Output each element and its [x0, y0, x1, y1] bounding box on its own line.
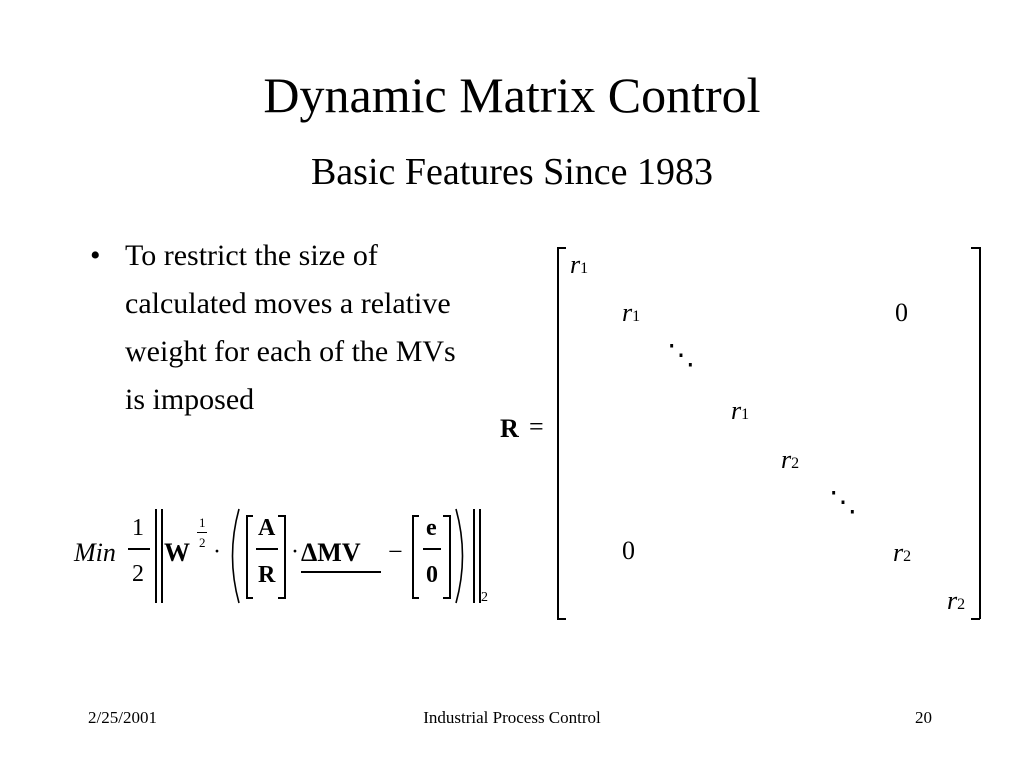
bracket-ar-left-bottom: [246, 597, 253, 599]
matrix-entry-ddots: ⋱: [829, 487, 857, 518]
min-label: Min: [74, 538, 116, 567]
bracket-e0-left-top: [412, 515, 419, 517]
bullet-dot: •: [90, 239, 101, 272]
bracket-e0-right-top: [443, 515, 450, 517]
matrix-right-bracket-bottom: [971, 618, 980, 620]
half-denominator: 2: [132, 561, 144, 587]
vector-e: e: [426, 515, 437, 541]
matrix-left-bracket-top: [557, 247, 566, 249]
matrix-entry: r2: [947, 586, 966, 615]
matrix-label-R: R: [500, 414, 519, 443]
delta-mv: ΔMV: [301, 538, 361, 567]
matrix-entry: r1: [622, 298, 641, 327]
norm-right-bar-1: [473, 509, 475, 603]
exp-fraction-bar: [197, 532, 207, 533]
matrix-entry: r1: [570, 250, 589, 279]
r-matrix-equation: R = r1 r1 0 ⋱ r1 r2 ⋱ 0 r2 r2: [495, 240, 995, 625]
matrix-entry: r1: [731, 396, 750, 425]
e0-divider: [423, 548, 441, 550]
matrix-R-stack: R: [258, 562, 276, 588]
slide-title: Dynamic Matrix Control: [263, 67, 761, 123]
norm-subscript: 2: [481, 590, 488, 605]
right-paren: [455, 508, 464, 604]
matrix-entry: r2: [893, 538, 912, 567]
norm-left-bar-1: [155, 509, 157, 603]
matrix-entry-zero: 0: [895, 298, 908, 327]
matrix-A: A: [258, 515, 276, 541]
ar-divider: [256, 548, 278, 550]
delta-mv-underline: [301, 571, 381, 573]
bracket-ar-left-top: [246, 515, 253, 517]
weight-matrix-W: W: [164, 538, 190, 567]
exp-denominator: 2: [199, 535, 206, 550]
exp-numerator: 1: [199, 515, 206, 530]
matrix-right-bracket-top: [971, 247, 980, 249]
minus-operator: −: [388, 537, 403, 566]
slide-subtitle: Basic Features Since 1983: [310, 151, 714, 193]
bracket-ar-right-bottom: [278, 597, 285, 599]
matrix-entry: r2: [781, 445, 800, 474]
dot-operator-2: ·: [291, 539, 299, 565]
matrix-right-bracket: [979, 247, 981, 619]
footer-center: Industrial Process Control: [423, 708, 601, 727]
bracket-e0-right-bottom: [443, 597, 450, 599]
objective-equation: Min 1 2 W 1 2 · A R · ΔMV − e 0 2: [70, 505, 490, 610]
footer-date: 2/25/2001: [88, 708, 157, 727]
matrix-left-bracket: [557, 247, 559, 619]
equals-sign: =: [529, 412, 544, 441]
matrix-left-bracket-bottom: [557, 618, 566, 620]
half-fraction-bar: [128, 548, 150, 550]
vector-zero: 0: [426, 562, 438, 588]
footer-page-number: 20: [915, 708, 932, 727]
matrix-entry-zero: 0: [622, 536, 635, 565]
bracket-e0-left-bottom: [412, 597, 419, 599]
bracket-e0-left: [412, 515, 414, 599]
bracket-e0-right: [449, 515, 451, 599]
norm-left-bar-2: [161, 509, 163, 603]
bullet-text: To restrict the size of calculated moves…: [125, 239, 456, 416]
bracket-ar-right-top: [278, 515, 285, 517]
dot-operator-1: ·: [213, 539, 221, 565]
half-numerator: 1: [132, 515, 144, 541]
bracket-ar-left: [246, 515, 248, 599]
matrix-entry-ddots: ⋱: [667, 340, 695, 371]
norm-right-bar-2: [479, 509, 481, 603]
bracket-ar-right: [284, 515, 286, 599]
left-paren: [231, 508, 240, 604]
